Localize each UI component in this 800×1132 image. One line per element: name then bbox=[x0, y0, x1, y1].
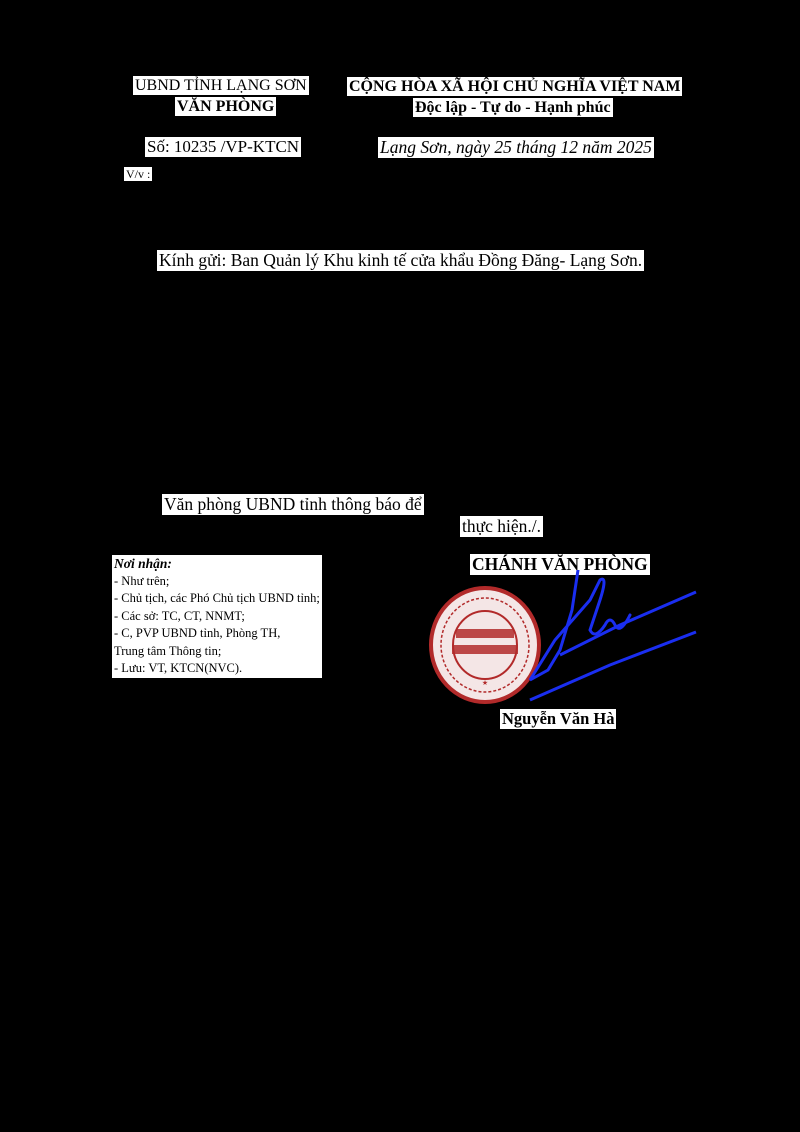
place-date: Lạng Sơn, ngày 25 tháng 12 năm 2025 bbox=[378, 137, 654, 158]
list-item: - C, PVP UBND tỉnh, Phòng TH, bbox=[114, 626, 281, 640]
closing-line-1: Văn phòng UBND tỉnh thông báo để bbox=[162, 494, 424, 515]
svg-text:★: ★ bbox=[482, 679, 488, 687]
subject-prefix: V/v : bbox=[124, 167, 153, 182]
closing-line-2: thực hiện./. bbox=[460, 516, 543, 537]
agency-parent: UBND TỈNH LẠNG SƠN bbox=[133, 76, 309, 96]
handwritten-signature bbox=[528, 570, 697, 702]
list-item: - Lưu: VT, KTCN(NVC). bbox=[114, 661, 243, 675]
list-item: - Các sở: TC, CT, NNMT; bbox=[114, 608, 245, 623]
official-stamp: ★ bbox=[429, 586, 541, 704]
document-number: Số: 10235 /VP-KTCN bbox=[145, 137, 302, 158]
recipients-title: Nơi nhận: bbox=[114, 556, 172, 571]
national-title: CỘNG HÒA XÃ HỘI CHỦ NGHĨA VIỆT NAM bbox=[347, 77, 683, 97]
national-motto: Độc lập - Tự do - Hạnh phúc bbox=[413, 98, 613, 118]
list-item: - Như trên; bbox=[114, 573, 170, 588]
signer-title: CHÁNH VĂN PHÒNG bbox=[470, 554, 650, 575]
list-item: - Chủ tịch, các Phó Chủ tịch UBND tỉnh; bbox=[114, 591, 320, 605]
agency-name: VĂN PHÒNG bbox=[175, 97, 277, 117]
list-item: Trung tâm Thông tin; bbox=[114, 643, 222, 658]
recipient-line: Kính gửi: Ban Quản lý Khu kinh tế cửa kh… bbox=[157, 250, 645, 271]
recipients-list: Nơi nhận: - Như trên; - Chủ tịch, các Ph… bbox=[112, 555, 322, 678]
signer-name: Nguyễn Văn Hà bbox=[500, 709, 617, 729]
